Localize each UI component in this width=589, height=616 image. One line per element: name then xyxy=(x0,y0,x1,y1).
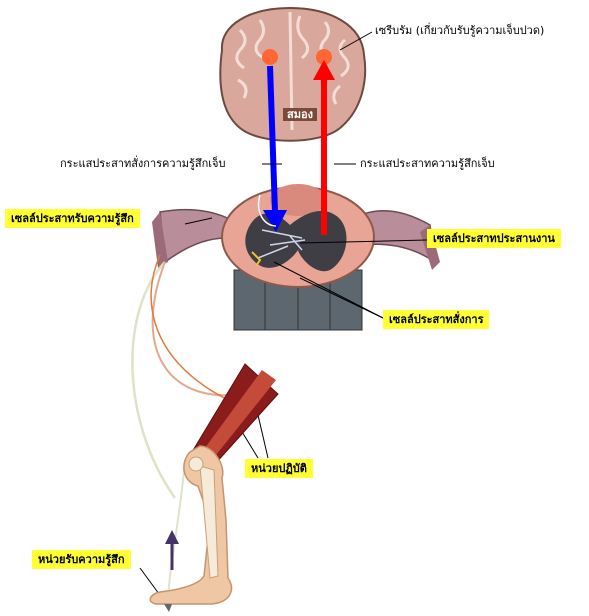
motor-cortex-dot xyxy=(262,49,278,65)
motor-signal-label: กระแสประสาทสั่งการความรู้สึกเจ็บ xyxy=(60,157,226,170)
effector-label: หน่วยปฏิบัติ xyxy=(245,459,313,479)
sensory-neuron-label: เซลล์ประสาทรับความรู้สึก xyxy=(5,209,140,229)
receptor-label: หน่วยรับความรู้สึก xyxy=(32,550,131,570)
interneuron-label: เซลล์ประสาทประสานงาน xyxy=(427,229,561,249)
spinal-cord-illustration xyxy=(152,184,440,331)
brain-illustration xyxy=(219,6,367,142)
motor-neuron-label: เซลล์ประสาทสั่งการ xyxy=(383,310,490,330)
cerebrum-label: เซรีบรัม (เกี่ยวกับรับรู้ความเจ็บปวด) xyxy=(375,24,545,37)
leg-illustration xyxy=(149,363,279,605)
pain-signal-label: กระแสประสาทความรู้สึกเจ็บ xyxy=(360,157,495,170)
descending-pathway-arrow xyxy=(267,65,278,213)
sensory-cortex-dot xyxy=(316,49,332,65)
tack-icon xyxy=(164,604,172,612)
brain-label: สมอง xyxy=(283,108,317,122)
